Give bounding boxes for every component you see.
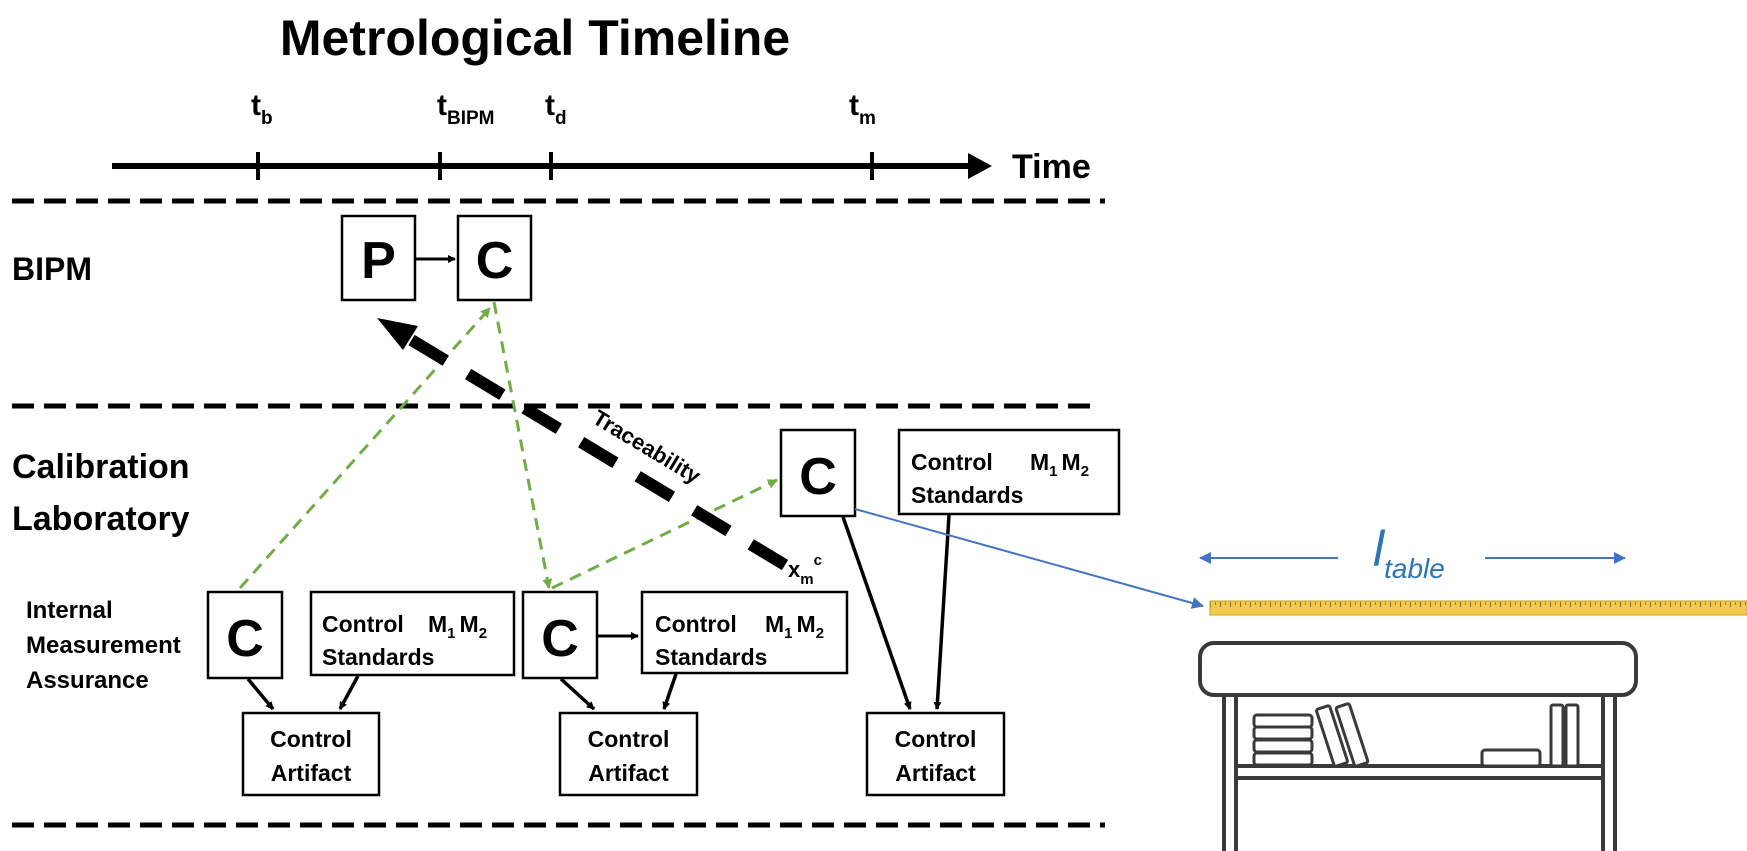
svg-text:Control: Control — [322, 611, 404, 637]
tick-label-tbipm: tBIPM — [437, 89, 495, 129]
arrow-left-standards-to-artifact — [338, 675, 360, 710]
table-illustration — [1198, 641, 1638, 851]
page-title: Metrological Timeline — [280, 10, 790, 66]
green-dashed-bipm-c-to-mid-c — [492, 301, 553, 589]
measuring-ruler — [1209, 600, 1747, 616]
tick-label-tm: tm — [849, 89, 876, 129]
traceability-arrow — [391, 324, 789, 571]
level-label-internal: Internal — [26, 597, 113, 624]
arrow-right-c-to-artifact — [841, 516, 912, 710]
level-label-laboratory: Laboratory — [12, 500, 190, 538]
level-label-bipm: BIPM — [12, 251, 92, 287]
svg-text:C: C — [226, 610, 264, 668]
table-length-label: ltable — [1373, 521, 1445, 584]
svg-text:C: C — [541, 610, 579, 668]
svg-text:Standards: Standards — [322, 644, 434, 670]
control-artifact-right: Control Artifact — [865, 711, 1006, 797]
svg-text:Control: Control — [270, 726, 352, 752]
svg-text:Artifact: Artifact — [895, 760, 976, 786]
control-artifact-middle: Control Artifact — [558, 711, 699, 797]
time-axis-label: Time — [1012, 148, 1091, 186]
lab-copy-box-right: C — [779, 428, 857, 518]
level-label-calibration: Calibration — [12, 448, 190, 486]
svg-text:C: C — [799, 448, 837, 506]
svg-text:Artifact: Artifact — [271, 760, 352, 786]
svg-text:Standards: Standards — [911, 482, 1023, 508]
svg-text:Control: Control — [895, 726, 977, 752]
green-dashed-ima-c-to-bipm-c — [238, 307, 492, 589]
tick-label-td: td — [545, 89, 567, 129]
xm-c-label: xmc — [788, 552, 822, 588]
svg-text:Control: Control — [655, 611, 737, 637]
green-dashed-mid-c-to-right-c — [551, 478, 778, 590]
svg-text:Standards: Standards — [655, 644, 767, 670]
control-artifact-left: Control Artifact — [241, 711, 381, 797]
time-axis-arrowhead — [968, 153, 992, 179]
level-label-measurement: Measurement — [26, 632, 181, 659]
ima-copy-box-left: C — [206, 590, 284, 680]
blue-link-c-to-ruler — [854, 508, 1204, 609]
svg-text:P: P — [361, 232, 396, 290]
arrow-right-standards-to-artifact — [933, 514, 951, 710]
level-label-assurance: Assurance — [26, 667, 149, 694]
svg-text:Artifact: Artifact — [588, 760, 669, 786]
tick-label-tb: tb — [251, 89, 273, 129]
bipm-prototype-box: P — [340, 214, 417, 302]
svg-text:C: C — [476, 232, 514, 290]
arrow-left-c-to-artifact — [246, 677, 275, 711]
svg-text:Control: Control — [588, 726, 670, 752]
traceability-arrowhead — [377, 318, 418, 350]
ima-copy-box-middle: C — [521, 590, 599, 680]
arrow-mid-standards-to-artifact — [662, 673, 678, 710]
bipm-copy-box: C — [456, 214, 533, 302]
svg-text:Control: Control — [911, 449, 993, 475]
arrow-mid-c-to-artifact — [559, 677, 596, 711]
